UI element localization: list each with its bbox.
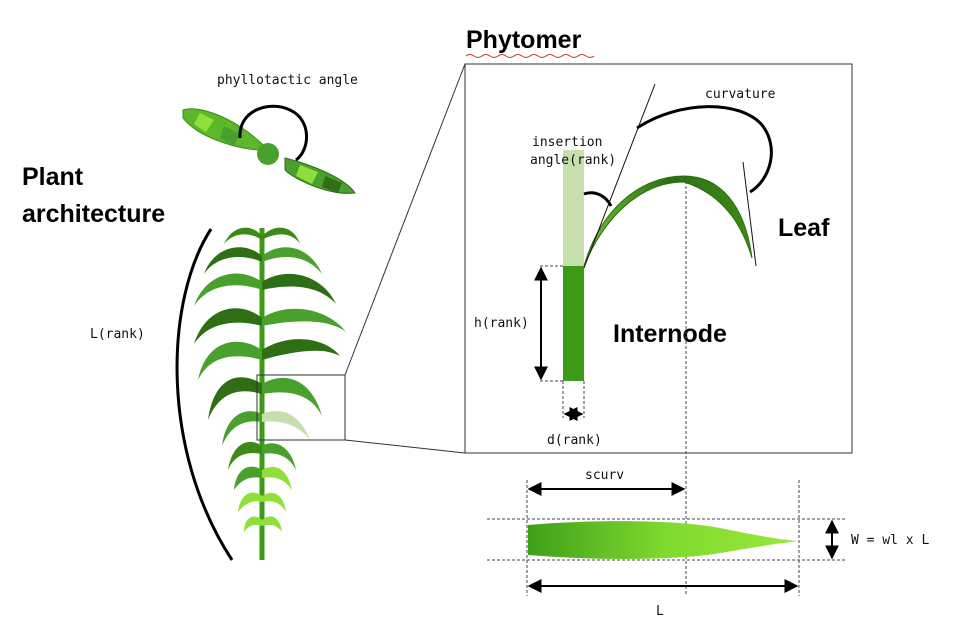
h-rank-label: h(rank) — [474, 316, 529, 331]
spellcheck-underline — [465, 54, 595, 58]
plant-architecture-title-line2: architecture — [22, 200, 165, 228]
phytomer-title: Phytomer — [466, 26, 582, 54]
phytomer-selection-box — [256, 374, 346, 441]
phyllotactic-angle-arc — [238, 104, 309, 162]
leaf-tip-tangent-line — [742, 161, 757, 267]
plant-architecture-title-line1: Plant — [22, 163, 84, 191]
internode-title: Internode — [613, 320, 727, 348]
curved-leaf-blade — [583, 175, 753, 267]
width-formula-label: W = wl x L — [851, 533, 929, 548]
d-rank-label: d(rank) — [547, 433, 602, 448]
internode — [563, 266, 584, 381]
insertion-tangent-line — [583, 83, 656, 269]
length-label: L — [656, 604, 664, 619]
scurv-label: scurv — [585, 468, 624, 483]
flat-leaf-shape — [528, 521, 799, 559]
curvature-arc — [636, 105, 773, 194]
leaf-title: Leaf — [778, 214, 830, 242]
leaf-sheath — [563, 150, 584, 266]
l-rank-label: L(rank) — [90, 327, 145, 342]
phyllotactic-angle-label: phyllotactic angle — [217, 73, 358, 88]
leaf-length-arc — [175, 228, 234, 561]
phytomer-box — [464, 63, 853, 454]
insertion-angle-label-line1: insertion — [532, 135, 602, 150]
insertion-angle-arc — [583, 191, 613, 207]
curvature-label: curvature — [705, 87, 776, 102]
zoom-line-bottom — [344, 439, 466, 454]
insertion-angle-label-line2: angle(rank) — [530, 153, 616, 168]
phyllotaxy-top-view — [182, 104, 356, 194]
maize-plant — [194, 227, 346, 560]
zoom-line-top — [344, 63, 466, 376]
